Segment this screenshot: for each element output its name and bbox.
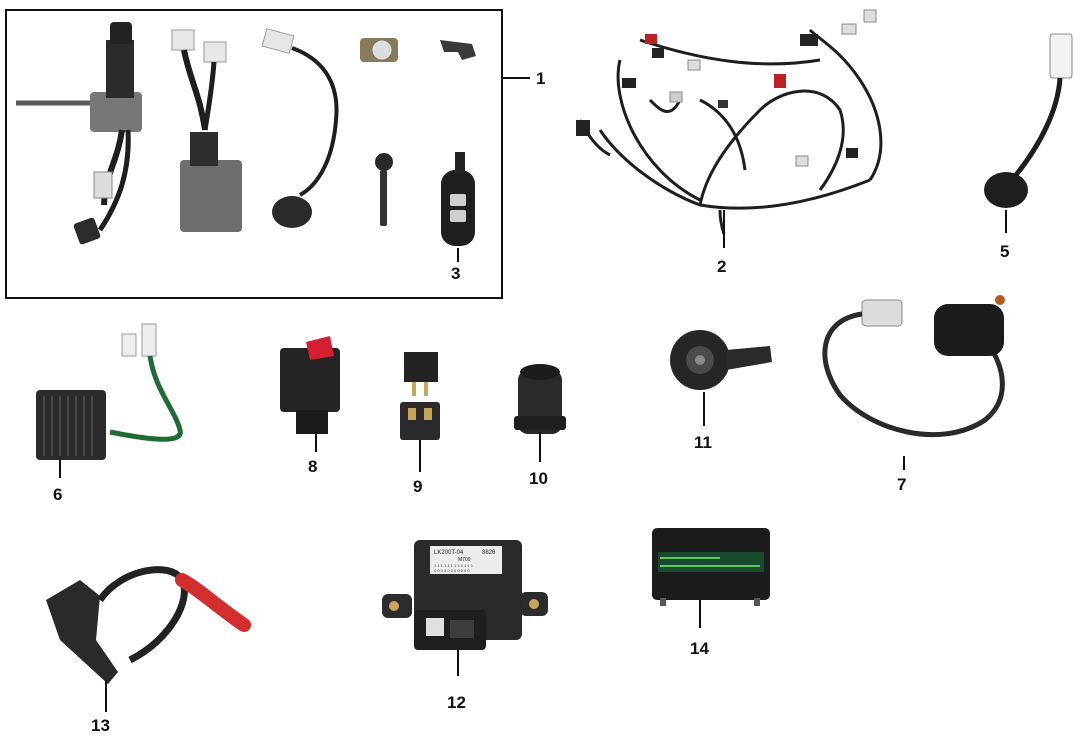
sensor-5 — [984, 33, 1073, 208]
relay — [400, 352, 440, 440]
callout-1: 1 — [536, 69, 546, 88]
callout-10: 10 — [529, 469, 548, 488]
callout-8: 8 — [308, 457, 318, 476]
callout-5: 5 — [1000, 242, 1010, 261]
callout-6: 6 — [53, 485, 63, 504]
callout-11: 11 — [694, 433, 712, 452]
cdi-line2-text: M700 — [458, 557, 471, 563]
lock-cable — [261, 28, 339, 228]
remote-fob — [441, 152, 475, 246]
callout-2: 2 — [717, 257, 727, 276]
flasher-relay — [280, 336, 340, 434]
ignition-coil — [46, 566, 251, 684]
ignition-switch-assembly — [16, 22, 142, 245]
harness-connectors — [576, 9, 877, 167]
lock-bracket — [440, 40, 476, 60]
callout-12: 12 — [447, 693, 466, 712]
cdi-code-text: 8826 — [482, 550, 496, 556]
horn — [670, 330, 772, 390]
power-socket — [514, 364, 566, 434]
battery — [652, 528, 770, 606]
cdi-unit — [382, 540, 548, 650]
lock-cylinder — [360, 38, 398, 62]
wiring-harness — [578, 28, 883, 235]
cdi-model-text: LK200T-04 — [434, 550, 464, 556]
kit-frame — [5, 9, 503, 299]
callout-13: 13 — [91, 716, 110, 735]
callout-7: 7 — [897, 475, 907, 494]
ignition-module — [171, 29, 242, 232]
key — [375, 153, 393, 226]
regulator-rectifier — [36, 323, 183, 460]
callout-14: 14 — [690, 639, 709, 658]
cdi-line4-text: 0 0 0 0 0 0 0 0 0 0 0 — [434, 568, 470, 573]
cdi-line3-text: 1 1 1 1 1 1 1 1 1 1 1 1 — [434, 563, 474, 568]
callout-9: 9 — [413, 477, 423, 496]
starter-relay — [822, 295, 1005, 438]
callout-3: 3 — [451, 264, 461, 283]
